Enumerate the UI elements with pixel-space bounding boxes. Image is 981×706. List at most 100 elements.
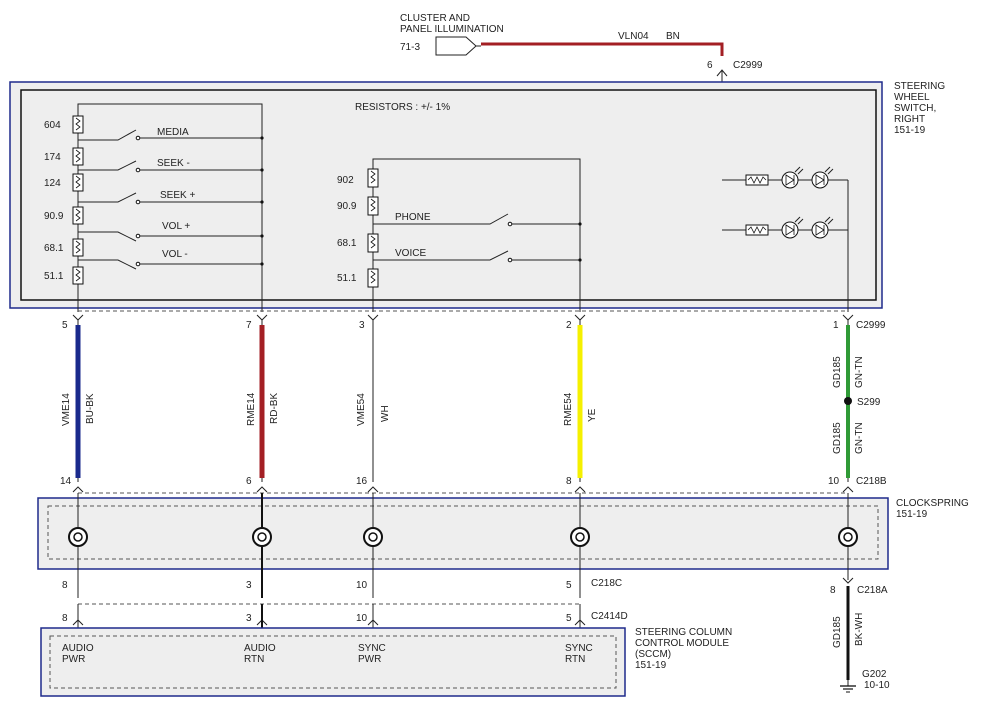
cs-lower-connector: C218C: [591, 578, 622, 589]
ground-upper-color: GN-TN: [854, 356, 865, 388]
ground-lower-circuit: GD185: [832, 422, 843, 454]
resistor-note: RESISTORS : +/- 1%: [355, 102, 450, 113]
pin-arrow-icon: [842, 577, 854, 584]
switch-vol-minus: [78, 259, 262, 270]
switch-module-title-line1: STEERING: [894, 81, 945, 92]
ground-top-connector: C2999: [856, 320, 886, 331]
ground-name: G202: [862, 669, 887, 680]
ground-top-pin: 1: [833, 320, 839, 331]
pin-arrow-icon: [574, 486, 586, 493]
feed-connector-icon: [435, 36, 477, 56]
cs-ground-pin: 8: [830, 585, 836, 596]
pin-arrow-icon: [256, 486, 268, 493]
switch-media: [78, 129, 262, 141]
wire3-circuit: VME54: [356, 393, 367, 426]
pin-arrow-icon: [72, 314, 84, 321]
splice-label: S299: [857, 397, 881, 408]
left-switches: [78, 129, 264, 270]
splice-s299-dot: [844, 397, 852, 405]
left-ladder-resistors: [72, 115, 84, 285]
wire2-top-pin: 7: [246, 320, 252, 331]
feed-connector: C2999: [733, 60, 763, 71]
switch-phone: [373, 213, 580, 225]
resistor-124: [72, 173, 84, 192]
pin-arrow-icon: [842, 486, 854, 493]
left-value-3: 124: [44, 178, 61, 189]
wire2-circuit: RME14: [246, 392, 257, 426]
ground-ref: 10-10: [864, 680, 890, 691]
feed-pin: 6: [707, 60, 713, 71]
wire3-color-code: WH: [380, 405, 391, 422]
wire1-color-code: BU-BK: [85, 393, 96, 424]
switch-seek-plus: [78, 192, 262, 203]
clockspring-ref: 151-19: [896, 509, 928, 520]
wire1-bottom-pin: 14: [60, 476, 72, 487]
right-value-3: 68.1: [337, 238, 357, 249]
ground-upper-circuit: GD185: [832, 356, 843, 388]
sccm-inner: [49, 635, 617, 689]
wire4-top-pin: 2: [566, 320, 572, 331]
ground-lower-color: GN-TN: [854, 422, 865, 454]
switch-phone-contact: [507, 221, 513, 227]
switch-module-title-line2: WHEEL: [894, 92, 930, 103]
resistor-604: [72, 115, 84, 134]
sccm-label-3-line1: SYNC: [358, 643, 386, 654]
wire3-top-pin: 3: [359, 320, 365, 331]
wire4-bottom-pin: 8: [566, 476, 572, 487]
sccm-label-4-line2: RTN: [565, 654, 585, 665]
left-value-5: 68.1: [44, 243, 64, 254]
clockspring-title: CLOCKSPRING: [896, 498, 969, 509]
resistor-68-1-b: [367, 233, 379, 253]
sccm-pin-1: 8: [62, 613, 68, 624]
pin-arrow-icon: [72, 486, 84, 493]
cs-lower-pin-3: 10: [356, 580, 368, 591]
sccm-label-1-line1: AUDIO: [62, 643, 94, 654]
sccm-label-2-line2: RTN: [244, 654, 264, 665]
switch-module-title-line4: RIGHT: [894, 114, 925, 125]
switch-label-phone: PHONE: [395, 212, 431, 223]
sccm-pin-4: 5: [566, 613, 572, 624]
left-value-6: 51.1: [44, 271, 64, 282]
sccm-label-4-line1: SYNC: [565, 643, 593, 654]
switch-voice: [373, 250, 580, 261]
ground-bottom-pin: 10: [828, 476, 840, 487]
sccm-title-line1: STEERING COLUMN: [635, 627, 732, 638]
clockspring-box: [37, 497, 889, 570]
feed-circuit: VLN04: [618, 31, 649, 42]
switch-voice-contact: [507, 257, 513, 263]
resistor-51-1: [72, 266, 84, 285]
switch-voice-node: [578, 258, 582, 262]
feed-source-line1: CLUSTER AND: [400, 13, 470, 24]
pin-arrow-icon: [367, 486, 379, 493]
wire2-color-code: RD-BK: [269, 393, 280, 424]
clockspring-inner: [47, 505, 879, 560]
sccm-pin-2: 3: [246, 613, 252, 624]
switch-phone-node: [578, 222, 582, 226]
sccm-label-3-line2: PWR: [358, 654, 381, 665]
switch-label-media: MEDIA: [157, 127, 189, 138]
illumination-led-network: [722, 166, 849, 312]
pin-arrow-icon: [256, 314, 268, 321]
resistor-174: [72, 147, 84, 166]
left-value-1: 604: [44, 120, 61, 131]
sccm-connector: C2414D: [591, 611, 628, 622]
switch-vol-plus: [78, 231, 262, 242]
switch-label-vol-plus: VOL +: [162, 221, 190, 232]
sccm-title-line4: 151-19: [635, 660, 667, 671]
wire1-circuit: VME14: [61, 393, 72, 426]
switch-module-outer: [9, 81, 883, 309]
switch-label-vol-minus: VOL -: [162, 249, 188, 260]
wire1-top-pin: 5: [62, 320, 68, 331]
ground-bottom-connector: C218B: [856, 476, 887, 487]
wire4-color-code: YE: [587, 408, 598, 422]
wire2-bottom-pin: 6: [246, 476, 252, 487]
feed-source-ref: 71-3: [400, 42, 420, 53]
right-value-1: 902: [337, 175, 354, 186]
switch-module-title-line5: 151-19: [894, 125, 926, 136]
left-value-4: 90.9: [44, 211, 64, 222]
left-value-2: 174: [44, 152, 61, 163]
switch-seek-minus: [78, 160, 262, 171]
resistor-68-1: [72, 238, 84, 257]
cs-lower-pin-2: 3: [246, 580, 252, 591]
